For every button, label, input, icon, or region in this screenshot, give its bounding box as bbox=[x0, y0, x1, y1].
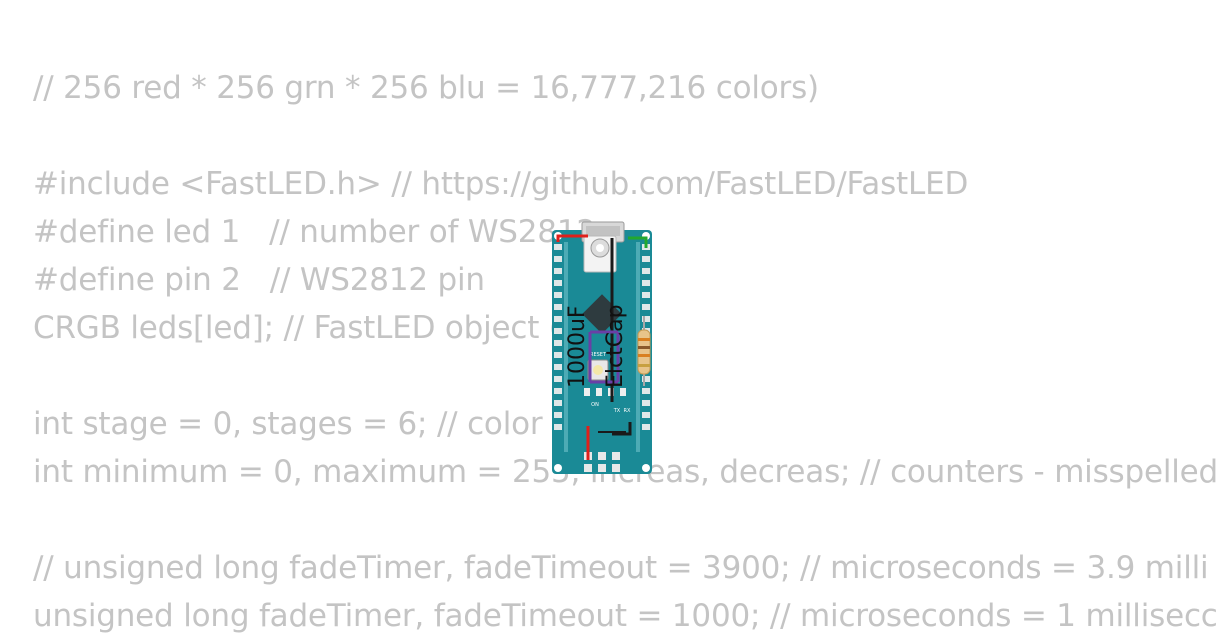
arduino-nano-circuit[interactable]: RESET ON TX RX 1000uF ElctCap bbox=[550, 221, 656, 478]
capacitor-type-label: ElctCap bbox=[603, 304, 628, 388]
capacitor-value-label: 1000uF bbox=[565, 305, 590, 388]
code-line-1: // 256 red * 256 grn * 256 blu = 16,777,… bbox=[33, 70, 819, 106]
code-line-12: unsigned long fadeTimer, fadeTimeout = 1… bbox=[33, 598, 1218, 634]
code-line-5: #define pin 2 // WS2812 pin bbox=[33, 262, 485, 298]
black-ground-wire[interactable] bbox=[610, 238, 632, 436]
usb-port bbox=[586, 226, 620, 236]
code-line-11: // unsigned long fadeTimer, fadeTimeout … bbox=[33, 550, 1209, 586]
green-data-wire[interactable] bbox=[628, 236, 648, 248]
mounting-hole bbox=[642, 464, 650, 472]
red-wire-top[interactable] bbox=[556, 234, 588, 242]
on-label: ON bbox=[591, 402, 599, 408]
status-led bbox=[620, 388, 626, 396]
rx-label: RX bbox=[624, 408, 631, 414]
code-line-3: #include <FastLED.h> // https://github.c… bbox=[33, 166, 969, 202]
arduino-nano-board bbox=[552, 230, 652, 474]
reset-label: RESET bbox=[590, 352, 607, 358]
tx-label: TX bbox=[613, 408, 621, 414]
code-line-2 bbox=[33, 112, 1168, 160]
code-line-6: CRGB leds[led]; // FastLED object (l bbox=[33, 310, 570, 346]
code-line-10 bbox=[33, 496, 1168, 544]
led-core bbox=[596, 244, 604, 252]
electrolytic-capacitor[interactable] bbox=[588, 330, 620, 384]
resistor[interactable] bbox=[637, 316, 651, 386]
left-pin-labels bbox=[564, 242, 568, 452]
status-led bbox=[596, 388, 602, 396]
left-pin-header bbox=[554, 244, 562, 430]
status-led bbox=[584, 388, 590, 396]
reset-button-cap[interactable] bbox=[593, 365, 603, 375]
mounting-hole bbox=[554, 464, 562, 472]
